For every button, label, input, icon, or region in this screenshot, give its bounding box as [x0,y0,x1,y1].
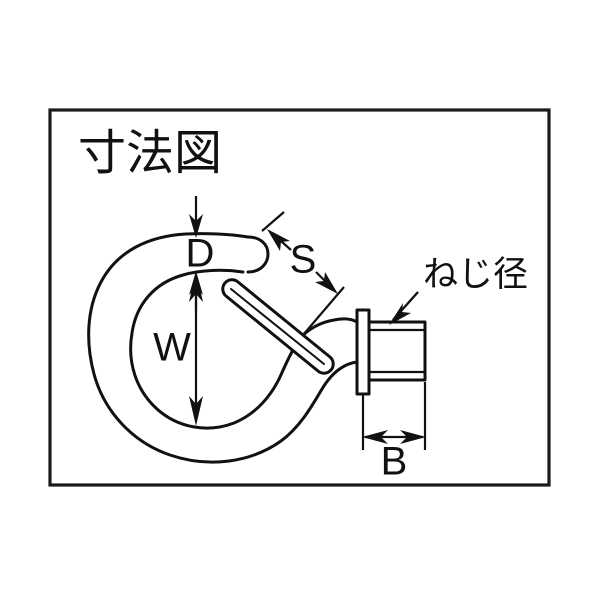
hook-tip-cap [246,235,270,274]
dim-s-lower-arrowhead [315,272,338,294]
dim-w-label: W [153,326,191,370]
flange-plate [355,308,371,396]
dim-s-label: S [290,238,317,282]
safety-latch-seam [230,288,325,365]
dim-w-top-arrowhead [189,272,203,302]
threaded-shank [367,320,427,382]
dim-s-ext-line-2 [302,286,345,336]
dim-b-label: B [381,440,408,484]
dim-s-upper-arrowhead [267,229,290,251]
dim-b-right-arrowhead [400,430,426,444]
dim-s-ext-line-1 [261,211,285,232]
hook-point-edge [301,317,359,337]
page-title: 寸法図 [78,125,222,181]
hook-inner-contour [129,268,305,430]
dim-w-bottom-arrowhead [189,396,203,426]
thread-diameter-label: ねじ径 [423,255,528,295]
dim-b-left-arrowhead [362,430,388,444]
thread-diameter-arrowhead [389,303,411,325]
dim-d-upper-arrowhead [189,214,203,238]
hook-outer-contour [87,232,359,464]
dim-d-label: D [186,232,215,276]
